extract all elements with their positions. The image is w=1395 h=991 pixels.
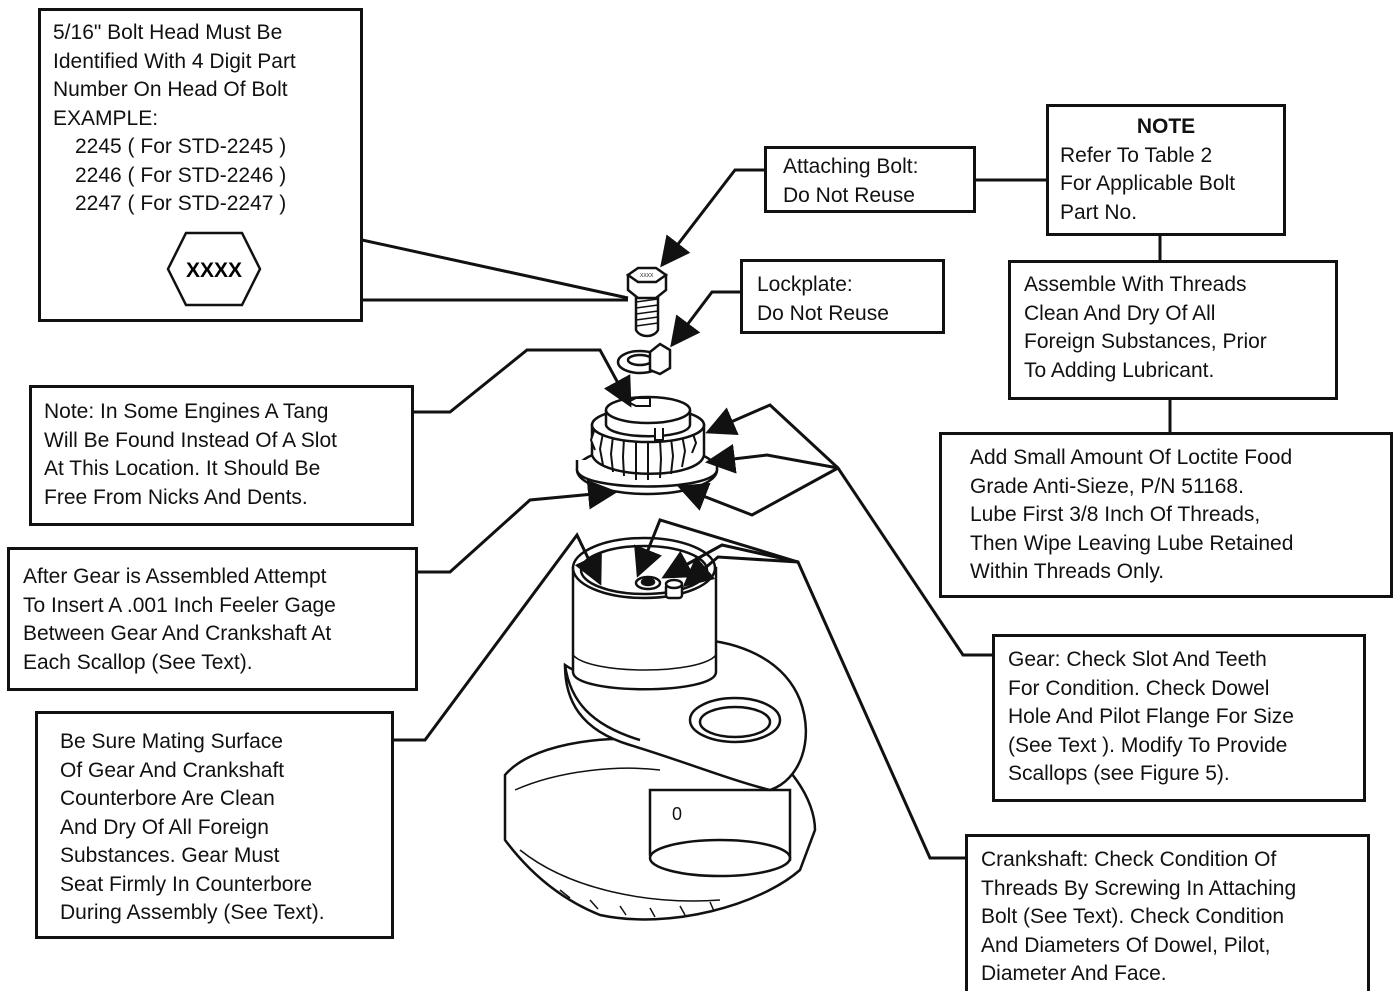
callout-line: Do Not Reuse xyxy=(783,183,915,207)
callout-line: Scallops (see Figure 5). xyxy=(1008,762,1230,785)
mating-surface-callout: Be Sure Mating Surface Of Gear And Crank… xyxy=(35,711,394,939)
callout-line: Within Threads Only. xyxy=(970,560,1165,583)
callout-line: Number On Head Of Bolt xyxy=(53,78,288,101)
callout-line: For Applicable Bolt xyxy=(1060,172,1236,195)
crank-web xyxy=(563,638,808,792)
hex-bolt-head-icon: XXXX xyxy=(166,231,262,307)
callout-line: Part No. xyxy=(1060,200,1138,224)
loctite-callout: Add Small Amount Of Loctite Food Grade A… xyxy=(939,432,1393,598)
callout-line: And Diameters Of Dowel, Pilot, xyxy=(981,933,1271,957)
callout-line: Grade Anti-Sieze, P/N 51168. xyxy=(970,474,1244,498)
part-number-example: 2246 ( For STD-2246 ) xyxy=(75,163,287,187)
callout-line: Free From Nicks And Dents. xyxy=(44,485,308,509)
attaching-bolt-callout: Attaching Bolt: Do Not Reuse xyxy=(764,146,976,213)
feeler-gage-callout: After Gear is Assembled Attempt To Inser… xyxy=(7,547,418,691)
callout-line: Between Gear And Crankshaft At xyxy=(23,622,332,645)
callout-line: To Insert A .001 Inch Feeler Gage xyxy=(23,593,336,617)
callout-line: Foreign Substances, Prior xyxy=(1024,330,1267,353)
bolt-identification-callout: 5/16" Bolt Head Must Be Identified With … xyxy=(38,8,363,322)
attaching-bolt: XXXX xyxy=(625,266,669,338)
callout-line: Then Wipe Leaving Lube Retained xyxy=(970,531,1294,555)
part-number-example: 2247 ( For STD-2247 ) xyxy=(75,192,287,215)
leader-lines xyxy=(361,168,1172,860)
callout-line: Threads By Screwing In Attaching xyxy=(981,876,1297,900)
callout-line: Diameter And Face. xyxy=(981,962,1167,985)
callout-line: EXAMPLE: xyxy=(53,106,159,130)
callout-line: Seat Firmly In Counterbore xyxy=(60,872,313,896)
callout-line: Assemble With Threads xyxy=(1024,273,1247,296)
part-number-example: 2245 ( For STD-2245 ) xyxy=(75,135,287,158)
callout-line: During Assembly (See Text). xyxy=(60,901,325,924)
callout-line: Clean And Dry Of All xyxy=(1024,301,1216,325)
callout-line: Hole And Pilot Flange For Size xyxy=(1008,705,1294,728)
gear-check-callout: Gear: Check Slot And Teeth For Condition… xyxy=(992,634,1366,802)
lockplate xyxy=(616,342,672,376)
lockplate-callout: Lockplate: Do Not Reuse xyxy=(740,259,945,334)
callout-line: Add Small Amount Of Loctite Food xyxy=(970,446,1293,469)
crankshaft-mark: 0 xyxy=(672,804,682,824)
callout-line: Attaching Bolt: xyxy=(783,155,919,178)
callout-line: Be Sure Mating Surface xyxy=(60,730,283,753)
callout-line: Refer To Table 2 xyxy=(1060,143,1213,167)
assemble-threads-callout: Assemble With Threads Clean And Dry Of A… xyxy=(1008,260,1338,400)
callout-line: (See Text ). Modify To Provide xyxy=(1008,733,1288,757)
callout-line: Identified With 4 Digit Part xyxy=(53,49,296,73)
callout-line: Bolt (See Text). Check Condition xyxy=(981,905,1285,928)
crankshaft-journal xyxy=(648,788,792,878)
callout-line: At This Location. It Should Be xyxy=(44,457,321,480)
note-title: NOTE xyxy=(1136,115,1196,138)
callout-line: After Gear is Assembled Attempt xyxy=(23,565,327,588)
callout-line: Do Not Reuse xyxy=(757,301,889,325)
callout-line: Of Gear And Crankshaft xyxy=(60,758,285,782)
callout-line: 5/16" Bolt Head Must Be xyxy=(53,21,283,44)
callout-line: Substances. Gear Must xyxy=(60,844,280,867)
crankshaft-check-callout: Crankshaft: Check Condition Of Threads B… xyxy=(965,834,1370,991)
callout-line: And Dry Of All Foreign xyxy=(60,815,269,839)
hex-label: XXXX xyxy=(186,259,242,282)
callout-line: Note: In Some Engines A Tang xyxy=(44,400,329,423)
callout-line: Lockplate: xyxy=(757,273,853,296)
callout-line: Lube First 3/8 Inch Of Threads, xyxy=(970,503,1261,526)
note-table-callout: NOTE Refer To Table 2 For Applicable Bol… xyxy=(1046,104,1286,236)
gear xyxy=(575,395,719,496)
callout-line: For Condition. Check Dowel xyxy=(1008,676,1270,700)
callout-line: Will Be Found Instead Of A Slot xyxy=(44,428,337,452)
callout-line: Each Scallop (See Text). xyxy=(23,650,253,674)
bolt-head-marking: XXXX xyxy=(640,273,654,279)
callout-line: Counterbore Are Clean xyxy=(60,787,275,810)
tang-note-callout: Note: In Some Engines A Tang Will Be Fou… xyxy=(29,385,414,526)
callout-line: To Adding Lubricant. xyxy=(1024,358,1215,382)
callout-line: Gear: Check Slot And Teeth xyxy=(1008,648,1267,671)
callout-line: Crankshaft: Check Condition Of xyxy=(981,848,1277,871)
